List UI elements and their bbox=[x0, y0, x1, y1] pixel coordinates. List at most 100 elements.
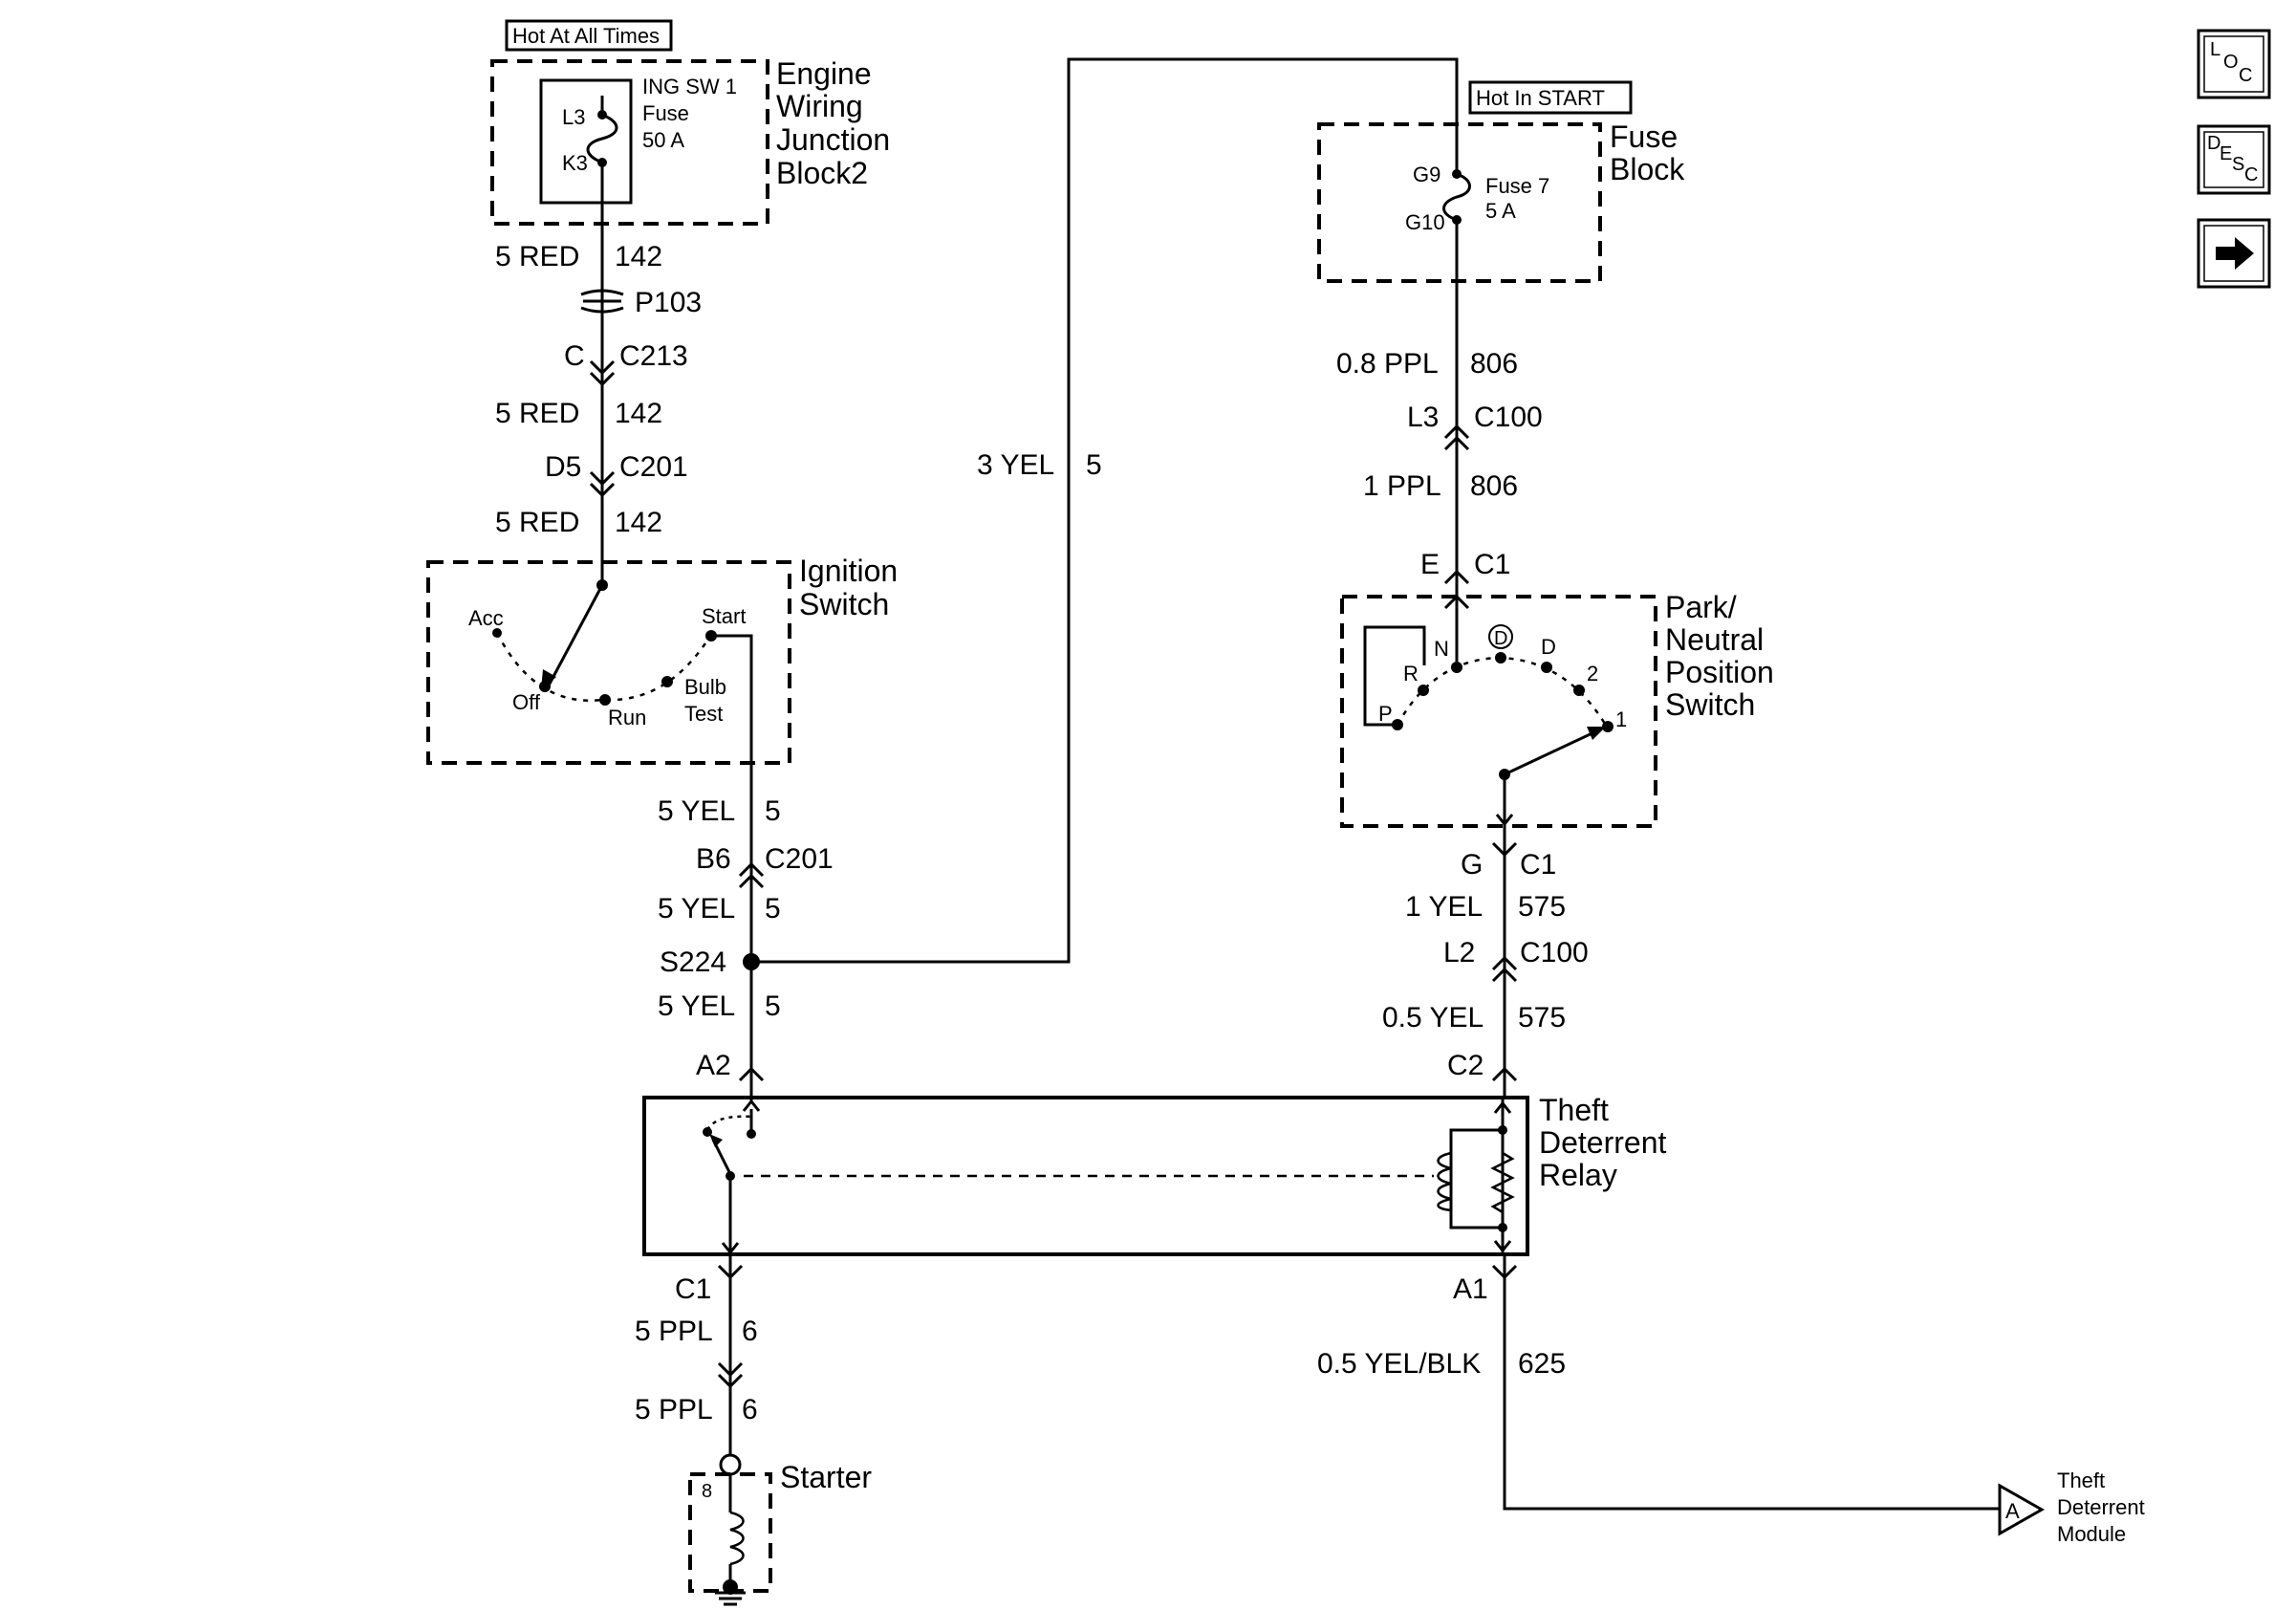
wire-5yel-5-a-circuit: 5 bbox=[765, 795, 781, 827]
cross-wire-3yel bbox=[751, 57, 1459, 964]
pnp-pos-od: D bbox=[1494, 628, 1507, 649]
wire-5red-142-a-circuit: 142 bbox=[615, 241, 662, 272]
resistor-icon bbox=[1490, 1151, 1515, 1214]
ign-pos-test: Test bbox=[684, 702, 723, 726]
relay-a2-pin: A2 bbox=[696, 1050, 731, 1081]
c1-g-connector: C1 bbox=[1520, 849, 1556, 881]
wire-5yel-5-a-color: 5 YEL bbox=[658, 795, 735, 827]
pnp-pos-d: D bbox=[1541, 635, 1556, 659]
ignition-switch-arm bbox=[547, 584, 604, 686]
pnp-pos-1: 1 bbox=[1615, 707, 1627, 731]
c213-pin: C bbox=[564, 340, 585, 372]
desc-c: C bbox=[2244, 164, 2258, 185]
c1-g-pin: G bbox=[1461, 849, 1483, 881]
pnp-switch-enclosure bbox=[1340, 595, 1657, 828]
pnp-pos-n: N bbox=[1434, 637, 1449, 661]
ignition-switch-arc bbox=[495, 632, 714, 702]
desc-d: D bbox=[2207, 133, 2220, 154]
pnp-pos-r: R bbox=[1403, 662, 1419, 685]
starter-coil-icon bbox=[729, 1511, 745, 1566]
relay-a1-pin: A1 bbox=[1453, 1273, 1488, 1305]
wire-1yel-575-color: 1 YEL bbox=[1405, 891, 1483, 923]
fuse-block-enclosure bbox=[1317, 122, 1602, 283]
relay-c2-connector-icon bbox=[1491, 1066, 1518, 1082]
ewjb-fuse-name: ING SW 1 bbox=[642, 75, 737, 98]
wire-5ppl-6-b-circuit: 6 bbox=[742, 1394, 758, 1425]
wire-05yelblk-625-circuit: 625 bbox=[1518, 1348, 1566, 1380]
ewjb-fuse-symbol bbox=[586, 96, 618, 226]
next-button[interactable] bbox=[2197, 218, 2271, 289]
starter-pin: 8 bbox=[702, 1481, 712, 1502]
p103-label: P103 bbox=[635, 287, 702, 318]
c100-l2-connector-icon bbox=[1491, 955, 1518, 983]
c201-d5-pin: D5 bbox=[545, 451, 581, 483]
wire-08ppl-806-circuit: 806 bbox=[1470, 348, 1518, 380]
ignition-switch-enclosure bbox=[426, 560, 791, 765]
ewjb-fuse-rating: 50 A bbox=[642, 128, 684, 152]
relay-c2-pin: C2 bbox=[1447, 1050, 1484, 1081]
fuse-block-label-1: Fuse bbox=[1610, 120, 1678, 154]
hot-at-all-times-tag: Hot At All Times bbox=[505, 19, 673, 52]
c100-l3-connector-icon bbox=[1443, 424, 1470, 451]
wire-05yelblk-625 bbox=[1503, 1254, 2000, 1511]
ewjb-pin-l3: L3 bbox=[562, 105, 585, 129]
pnp-label-1: Park/ bbox=[1665, 590, 1737, 624]
fuse-7-pin-g9: G9 bbox=[1413, 163, 1440, 186]
ign-pos-acc: Acc bbox=[468, 606, 504, 630]
starter-eyelet bbox=[719, 1453, 742, 1476]
pnp-pos-2: 2 bbox=[1587, 662, 1598, 685]
wire-5ppl-6-b-color: 5 PPL bbox=[635, 1394, 713, 1425]
c213-connector-icon bbox=[589, 359, 616, 387]
wire-5yel-5-c-color: 5 YEL bbox=[658, 990, 735, 1022]
loc-l: L bbox=[2210, 39, 2220, 60]
ewjb-enclosure bbox=[490, 59, 769, 226]
wire-5yel-5-b-circuit: 5 bbox=[765, 893, 781, 925]
ewjb-fuse-word: Fuse bbox=[642, 101, 689, 125]
wire-5red-142-b-circuit: 142 bbox=[615, 398, 662, 429]
relay-c1-pin: C1 bbox=[675, 1273, 711, 1305]
c1-e-connector-icon bbox=[1443, 569, 1470, 585]
ewjb-label-4: Block2 bbox=[776, 156, 868, 190]
fuse-block-label-2: Block bbox=[1610, 152, 1685, 186]
s224-label: S224 bbox=[660, 946, 726, 978]
pnp-label-3: Position bbox=[1665, 655, 1774, 689]
desc-s: S bbox=[2232, 154, 2244, 175]
wire-05yel-575-color: 0.5 YEL bbox=[1382, 1002, 1484, 1033]
c201-b6-connector: C201 bbox=[765, 843, 834, 875]
ewjb-label-2: Wiring bbox=[776, 89, 863, 123]
wire-5ppl-6-a-circuit: 6 bbox=[742, 1316, 758, 1347]
wire-1ppl-806-color: 1 PPL bbox=[1363, 470, 1441, 502]
coil-icon bbox=[1437, 1151, 1452, 1212]
pnp-label-2: Neutral bbox=[1665, 622, 1764, 657]
fuse-7-pin-g10: G10 bbox=[1405, 210, 1445, 234]
loc-button[interactable]: L O C bbox=[2197, 29, 2271, 99]
desc-button[interactable]: D E S C bbox=[2197, 124, 2271, 195]
relay-a2-connector-icon bbox=[738, 1066, 765, 1082]
relay-label-3: Relay bbox=[1539, 1158, 1617, 1192]
pnp-pos-p: P bbox=[1378, 702, 1393, 726]
ewjb-pin-k3: K3 bbox=[562, 151, 588, 175]
hot-in-start-tag: Hot In START bbox=[1468, 80, 1633, 115]
ign-pos-run: Run bbox=[608, 706, 646, 729]
ign-pos-off: Off bbox=[512, 690, 541, 714]
c100-l2-connector: C100 bbox=[1520, 937, 1589, 968]
c201-b6-connector-icon bbox=[738, 861, 765, 889]
wire-1ppl-806-circuit: 806 bbox=[1470, 470, 1518, 502]
theft-deterrent-relay-box bbox=[642, 1096, 1529, 1256]
theft-deterrent-module-ref[interactable]: A bbox=[1998, 1483, 2046, 1536]
loc-o: O bbox=[2223, 52, 2239, 73]
wire-1yel-575-circuit: 575 bbox=[1518, 891, 1566, 923]
c1-e-pin: E bbox=[1420, 549, 1440, 580]
c100-l2-pin: L2 bbox=[1443, 937, 1475, 968]
arrow-right-icon bbox=[2216, 237, 2254, 270]
starter-label: Starter bbox=[780, 1460, 872, 1494]
ign-pos-start: Start bbox=[702, 604, 746, 628]
ign-pos-bulb: Bulb bbox=[684, 675, 726, 699]
c201-d5-connector-icon bbox=[589, 470, 616, 498]
wire-05yel-575-circuit: 575 bbox=[1518, 1002, 1566, 1033]
relay-label-1: Theft bbox=[1539, 1093, 1609, 1127]
wire-5ppl-6-a-color: 5 PPL bbox=[635, 1316, 713, 1347]
relay-label-2: Deterrent bbox=[1539, 1125, 1667, 1160]
wire-5yel-5-c-circuit: 5 bbox=[765, 990, 781, 1022]
pnp-label-4: Switch bbox=[1665, 687, 1755, 722]
